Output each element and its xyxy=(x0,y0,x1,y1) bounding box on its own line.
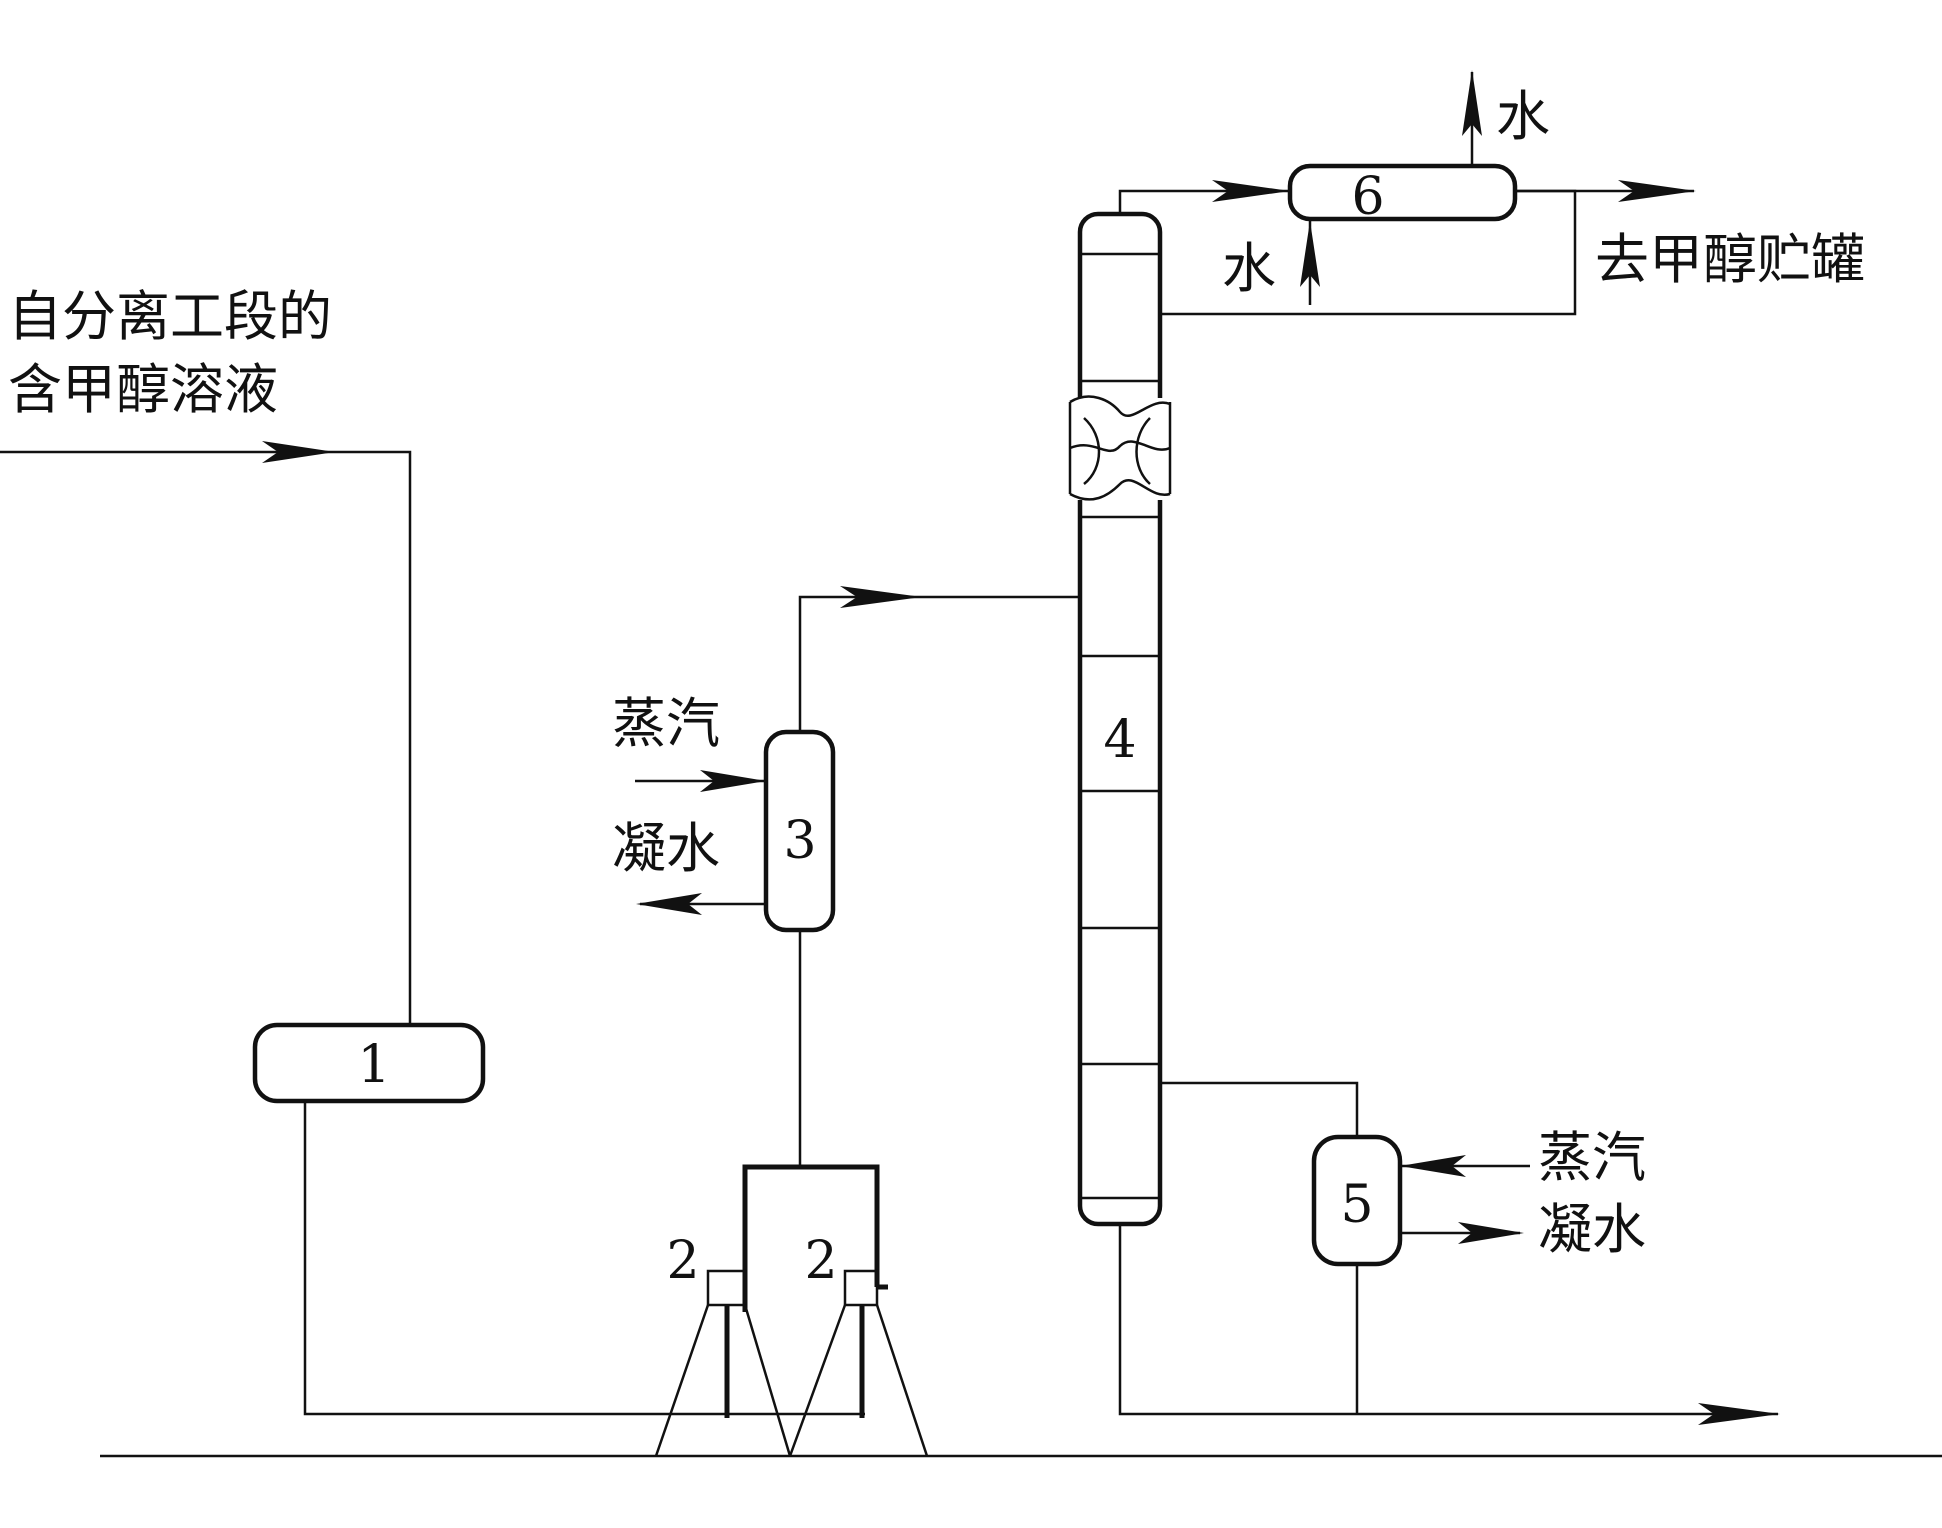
condenser-water-in-arrow-icon xyxy=(1300,221,1320,287)
pump-right-number: 2 xyxy=(804,1231,837,1291)
tank-1-number: 1 xyxy=(357,1035,390,1095)
pump-left-number: 2 xyxy=(666,1231,699,1291)
preheater-steam-arrow-icon xyxy=(700,770,766,792)
feed-line xyxy=(0,441,412,1028)
feed-label-line-1: 自分离工段的 xyxy=(8,285,332,348)
bottoms-arrow-icon xyxy=(1698,1403,1780,1425)
bottoms-line xyxy=(1118,1224,1778,1416)
pump-assembly xyxy=(654,1164,929,1457)
preheater-3-number: 3 xyxy=(783,811,816,871)
condenser-6-number: 6 xyxy=(1351,167,1384,227)
product-label: 去甲醇贮罐 xyxy=(1595,228,1865,291)
reboiler-condensate-arrow-icon xyxy=(1458,1222,1524,1244)
tank-1-outlet-line xyxy=(303,1101,865,1416)
preheater-3 xyxy=(763,729,836,933)
column-4-number: 4 xyxy=(1103,710,1136,770)
pump-right-support xyxy=(788,1304,847,1457)
column-4 xyxy=(1062,211,1178,1227)
column-feed-arrow-icon xyxy=(840,586,922,608)
condenser-water-out-arrow-icon xyxy=(1462,70,1482,136)
pump-right-box xyxy=(843,1269,879,1307)
overhead-vapor-arrow-icon xyxy=(1212,180,1290,202)
pump-left-box xyxy=(706,1269,747,1307)
preheater-condensate-label: 凝水 xyxy=(612,817,720,880)
reboiler-steam-arrow-icon xyxy=(1400,1155,1466,1177)
reboiler-inlet-line xyxy=(1160,1081,1359,1137)
pump-left-support xyxy=(654,1304,710,1457)
tank-1 xyxy=(252,1022,486,1104)
reboiler-5-number: 5 xyxy=(1340,1175,1373,1235)
feed-label-line-2: 含甲醇溶液 xyxy=(8,358,278,421)
column-feed-line xyxy=(798,595,1080,730)
preheater-condensate-arrow-icon xyxy=(636,893,702,915)
feed-arrow-icon xyxy=(262,441,335,463)
condenser-6 xyxy=(1287,163,1518,222)
preheater-steam-label: 蒸汽 xyxy=(612,692,720,755)
condenser-water-in-label: 水 xyxy=(1222,237,1276,300)
product-arrow-icon xyxy=(1618,180,1696,202)
reboiler-steam-label: 蒸汽 xyxy=(1538,1126,1646,1189)
reboiler-condensate-label: 凝水 xyxy=(1538,1198,1646,1261)
condenser-water-out-label: 水 xyxy=(1496,85,1550,148)
